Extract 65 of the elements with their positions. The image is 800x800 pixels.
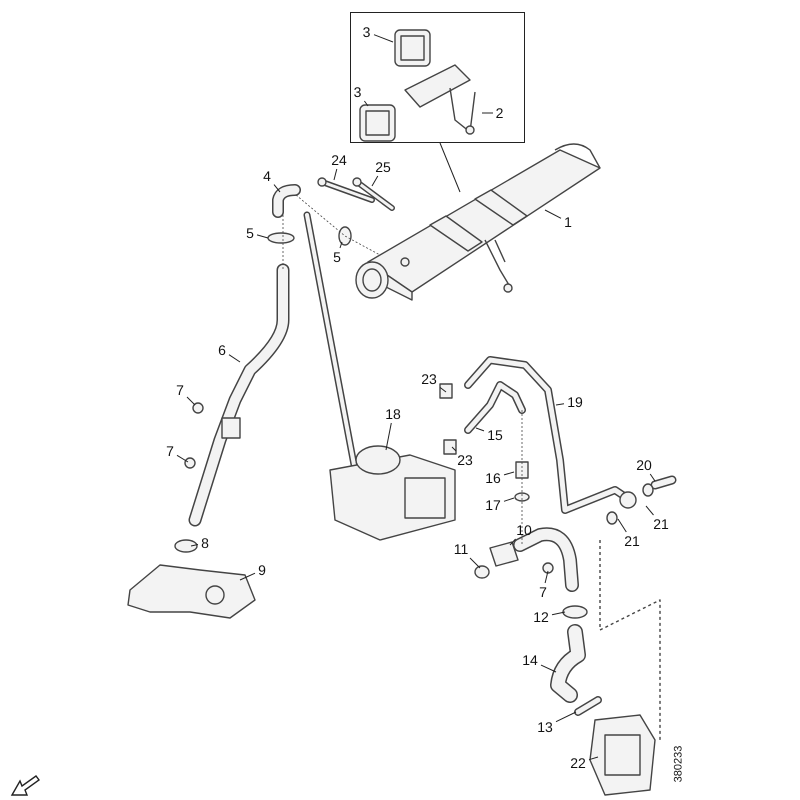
leader-line: [440, 386, 446, 392]
leader-line: [650, 474, 656, 482]
leader-line: [374, 34, 394, 42]
leader-line: [504, 498, 514, 502]
inset-box: [350, 12, 525, 143]
leader-line: [618, 518, 627, 532]
callout-number: 24: [329, 152, 349, 168]
callout-number: 13: [535, 719, 555, 735]
callout-number: 9: [256, 562, 268, 578]
leader-line: [540, 664, 556, 672]
leader-line: [190, 544, 198, 546]
callout-number: 20: [634, 457, 654, 473]
callout-number: 4: [261, 168, 273, 184]
leader-line: [470, 558, 480, 568]
leader-line: [452, 446, 456, 452]
callout-number: 3: [352, 84, 364, 100]
leader-line: [240, 572, 256, 580]
callout-number: 11: [451, 541, 471, 557]
callout-number: 23: [419, 371, 439, 387]
callout-number: 19: [565, 394, 585, 410]
leader-line: [386, 422, 392, 450]
leader-line: [482, 112, 494, 114]
callout-number: 16: [483, 470, 503, 486]
leader-line: [186, 396, 196, 406]
leader-line: [176, 454, 188, 462]
leader-line: [364, 100, 368, 106]
leader-line: [556, 403, 564, 406]
leader-line: [476, 428, 484, 432]
callout-number: 7: [174, 382, 186, 398]
leader-line: [274, 184, 280, 192]
drawing-number: 380233: [672, 746, 684, 782]
callout-number: 21: [651, 516, 671, 532]
callout-number: 3: [360, 24, 372, 40]
callout-number: 10: [514, 522, 534, 538]
leader-line: [334, 168, 338, 180]
callout-number: 2: [494, 104, 506, 120]
leader-line: [504, 472, 514, 476]
leader-line: [588, 756, 598, 760]
leader-line: [440, 142, 460, 192]
leader-line: [552, 612, 566, 616]
callout-number: 25: [373, 159, 393, 175]
callout-number: 7: [537, 584, 549, 600]
leader-line: [372, 176, 378, 186]
callout-number: 22: [568, 755, 588, 771]
leader-line: [510, 538, 516, 546]
leader-line: [556, 712, 576, 722]
leader-line: [544, 570, 548, 584]
callout-number: 18: [383, 406, 403, 422]
leader-line: [340, 242, 342, 248]
leader-line: [544, 210, 562, 219]
leader-line: [256, 234, 268, 238]
callout-number: 6: [216, 342, 228, 358]
callout-number: 15: [485, 427, 505, 443]
callout-number: 17: [483, 497, 503, 513]
callout-number: 21: [622, 533, 642, 549]
callout-number: 12: [531, 609, 551, 625]
leader-line: [228, 354, 240, 362]
callout-number: 5: [244, 225, 256, 241]
callout-number: 5: [331, 249, 343, 265]
callout-number: 23: [455, 452, 475, 468]
leader-line: [646, 506, 654, 516]
callout-number: 8: [199, 535, 211, 551]
callout-number: 7: [164, 443, 176, 459]
callout-number: 14: [520, 652, 540, 668]
callout-number: 1: [562, 214, 574, 230]
